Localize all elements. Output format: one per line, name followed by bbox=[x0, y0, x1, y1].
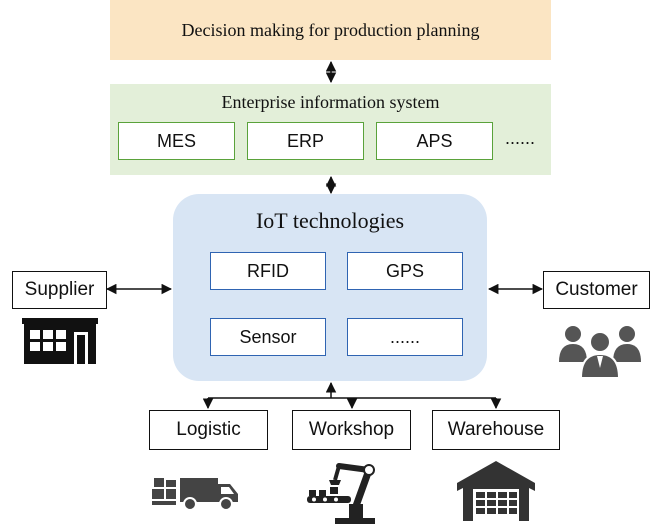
factory-icon bbox=[22, 318, 98, 364]
decision-making-band: Decision making for production planning bbox=[110, 0, 551, 60]
people-group-icon bbox=[559, 326, 641, 379]
logistic-box: Logistic bbox=[149, 410, 268, 450]
iot-ellipsis-box: ...... bbox=[347, 318, 463, 356]
customer-box: Customer bbox=[543, 271, 650, 309]
sensor-box: Sensor bbox=[210, 318, 326, 356]
aps-box: APS bbox=[376, 122, 493, 160]
mes-box: MES bbox=[118, 122, 235, 160]
gps-box: GPS bbox=[347, 252, 463, 290]
delivery-truck-icon bbox=[152, 478, 238, 511]
erp-box: ERP bbox=[247, 122, 364, 160]
eis-ellipsis: ...... bbox=[505, 128, 536, 148]
rfid-box: RFID bbox=[210, 252, 326, 290]
warehouse-icon bbox=[457, 461, 535, 521]
enterprise-information-system-title: Enterprise information system bbox=[221, 92, 440, 112]
iot-technologies-title: IoT technologies bbox=[255, 208, 405, 233]
robot-arm-icon bbox=[307, 463, 375, 524]
supplier-box: Supplier bbox=[12, 271, 107, 309]
warehouse-box: Warehouse bbox=[432, 410, 560, 450]
workshop-box: Workshop bbox=[292, 410, 411, 450]
decision-making-label: Decision making for production planning bbox=[181, 19, 480, 40]
